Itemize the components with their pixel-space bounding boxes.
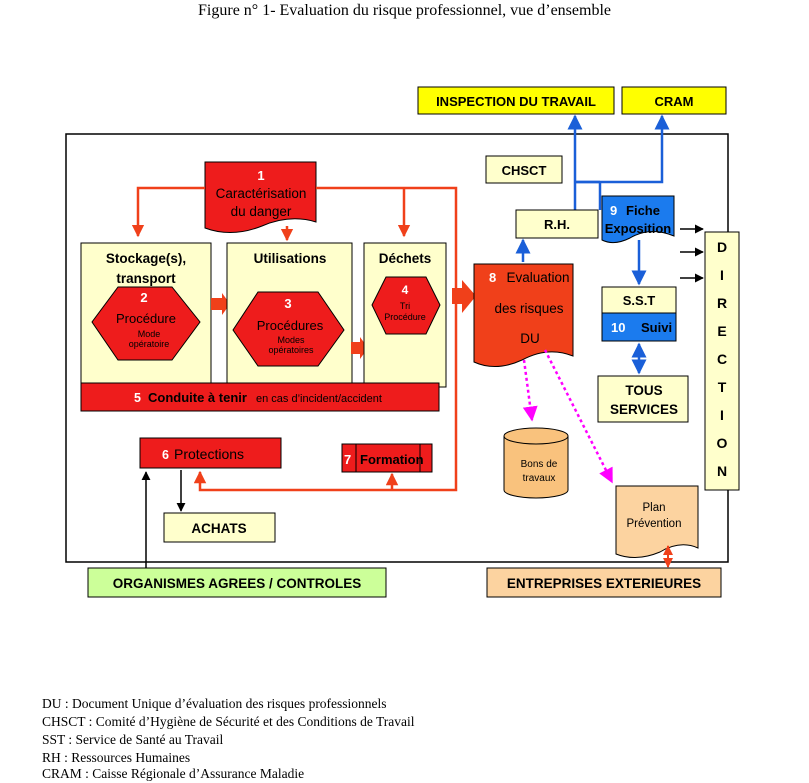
legend-line: CHSCT : Comité d’Hygiène de Sécurité et … [42, 714, 415, 729]
bons-de-travaux-drum [503, 427, 569, 445]
organismes-label: ORGANISMES AGREES / CONTROLES [113, 576, 362, 591]
bons-line1: Bons de [521, 459, 558, 470]
figure-title: Figure n° 1- Evaluation du risque profes… [198, 2, 611, 19]
protections-label: Protections [174, 446, 244, 462]
conduite-bold: Conduite à tenir [148, 390, 247, 405]
organismes-box [87, 567, 387, 598]
direction-letter: D [717, 239, 727, 255]
entreprises-label: ENTREPRISES EXTERIEURES [507, 576, 701, 591]
rh-box [515, 209, 599, 239]
achats-label: ACHATS [191, 521, 246, 536]
chsct-label: CHSCT [502, 163, 547, 178]
caracterisation-line2: du danger [231, 204, 292, 219]
fiche-line1: Fiche [626, 203, 660, 218]
direction-letter: C [717, 351, 727, 367]
tous-services-box [597, 375, 689, 423]
direction-letters: D I R E C T I O N [717, 239, 728, 479]
cram-label: CRAM [655, 94, 694, 109]
plan-line2: Prévention [627, 518, 682, 530]
dechets-label: Déchets [379, 251, 432, 266]
procedure4-hexagon [371, 276, 441, 335]
procedure2-title: Procédure [116, 311, 176, 326]
direction-letter: O [717, 435, 728, 451]
suivi-box [601, 312, 677, 342]
cram-box [621, 86, 727, 115]
achats-box [163, 512, 276, 543]
direction-letter: T [718, 379, 727, 395]
procedure2-num: 2 [140, 290, 147, 305]
fiche-num: 9 [610, 203, 617, 218]
legend-line: CRAM : Caisse Régionale d’Assurance Mala… [42, 766, 305, 781]
direction-letter: N [717, 463, 727, 479]
legend-line: SST : Service de Santé au Travail [42, 732, 224, 747]
fiche-line2: Exposition [605, 221, 672, 236]
plan-line1: Plan [642, 502, 665, 514]
rh-label: R.H. [544, 217, 570, 232]
chsct-box [485, 155, 563, 184]
sst-box [601, 286, 677, 314]
protections-box [139, 437, 282, 469]
procedure3-title: Procédures [257, 318, 324, 333]
stockage-line1: Stockage(s), [106, 251, 186, 266]
inspection-label: INSPECTION DU TRAVAIL [436, 94, 596, 109]
procedure2-sub1: Mode [138, 329, 161, 339]
direction-letter: E [717, 323, 726, 339]
legend-line: RH : Ressources Humaines [42, 750, 191, 765]
entreprises-box [486, 567, 722, 598]
tous-line1: TOUS [625, 383, 662, 398]
conduite-rest: en cas d’incident/accident [256, 393, 382, 405]
evaluation-box [473, 263, 574, 367]
procedure2-sub2: opératoire [129, 339, 170, 349]
suivi-label: Suivi [641, 320, 672, 335]
sst-label: S.S.T [623, 293, 656, 308]
protections-num: 6 [162, 448, 169, 462]
evaluation-line2: des risques [494, 301, 563, 316]
procedure4-num: 4 [402, 283, 409, 297]
utilisations-label: Utilisations [254, 251, 327, 266]
procedure3-sub2: opératoires [268, 345, 314, 355]
bons-line2: travaux [523, 473, 556, 484]
procedure4-sub1: Tri [400, 301, 410, 311]
formation-label: Formation [360, 452, 424, 467]
procedure3-sub1: Modes [277, 335, 305, 345]
procedure4-sub2: Procédure [384, 312, 426, 322]
stockage-line2: transport [116, 271, 176, 286]
caracterisation-line1: Caractérisation [216, 186, 307, 201]
caracterisation-box [204, 161, 317, 233]
evaluation-num: 8 [489, 270, 496, 285]
conduite-box [80, 382, 440, 412]
direction-letter: R [717, 295, 727, 311]
conduite-num: 5 [134, 391, 141, 405]
formation-num: 7 [344, 452, 351, 467]
direction-box [704, 231, 740, 491]
formation-box [341, 443, 433, 473]
tous-line2: SERVICES [610, 402, 678, 417]
procedure3-hexagon [232, 291, 345, 367]
evaluation-line1: Evaluation [506, 270, 569, 285]
procedure3-num: 3 [284, 296, 291, 311]
evaluation-line3: DU [520, 331, 540, 346]
suivi-num: 10 [611, 320, 625, 335]
caracterisation-num: 1 [257, 168, 264, 183]
fiche-exposition-box [601, 195, 675, 244]
legend-line: DU : Document Unique d’évaluation des ri… [42, 696, 387, 711]
direction-letter: I [720, 407, 724, 423]
plan-prevention-box [615, 485, 699, 558]
procedure2-hexagon [91, 286, 201, 361]
direction-letter: I [720, 267, 724, 283]
